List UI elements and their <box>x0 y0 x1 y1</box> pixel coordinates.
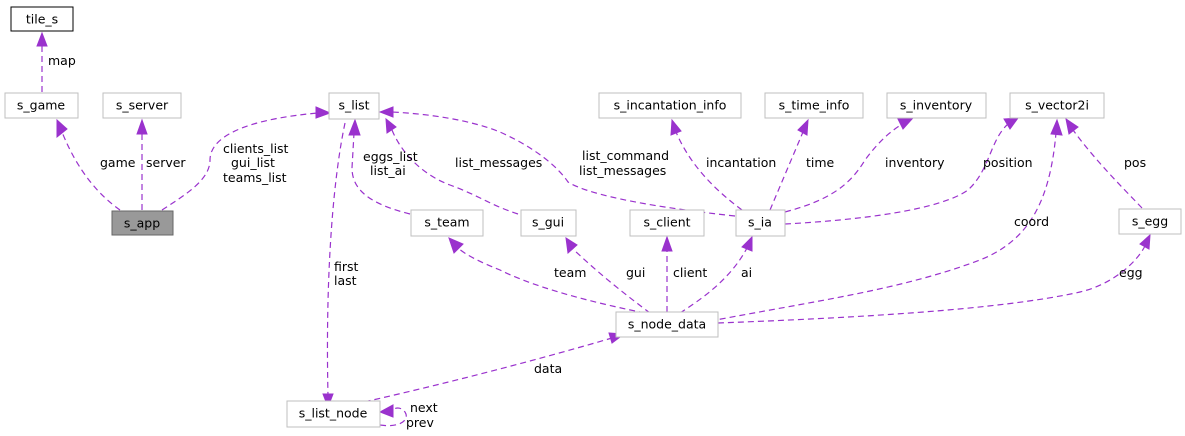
edge-ai <box>679 235 753 314</box>
svg-text:s_server: s_server <box>116 98 169 113</box>
node-s-vector2i[interactable]: s_vector2i <box>1009 92 1105 119</box>
svg-text:s_incantation_info: s_incantation_info <box>614 98 727 113</box>
label-position: position <box>983 155 1033 170</box>
node-s-incantation-info[interactable]: s_incantation_info <box>598 92 742 119</box>
label-clients-list: clients_list <box>223 141 289 156</box>
edge-team <box>448 237 646 314</box>
edge-inventory <box>784 118 914 213</box>
label-list-ai: list_ai <box>370 163 406 178</box>
svg-text:s_list: s_list <box>338 98 369 113</box>
node-s-team[interactable]: s_team <box>410 209 484 237</box>
label-incantation: incantation <box>706 155 776 170</box>
edge-app-lists <box>161 106 332 211</box>
edge-server <box>136 118 148 210</box>
label-map: map <box>48 53 76 68</box>
svg-text:s_inventory: s_inventory <box>900 98 973 113</box>
edge-next-prev <box>378 404 407 427</box>
svg-text:s_app: s_app <box>124 216 160 231</box>
edge-game <box>56 118 121 211</box>
label-pos: pos <box>1124 155 1146 170</box>
svg-text:s_node_data: s_node_data <box>628 317 706 332</box>
svg-text:tile_s: tile_s <box>26 12 58 27</box>
label-next: next <box>410 400 438 415</box>
label-list-messages-gui: list_messages <box>455 155 542 170</box>
node-s-egg[interactable]: s_egg <box>1118 208 1182 235</box>
label-team: team <box>554 265 586 280</box>
label-coord: coord <box>1014 214 1049 229</box>
svg-text:s_list_node: s_list_node <box>299 406 368 421</box>
label-data: data <box>534 361 562 376</box>
node-s-client[interactable]: s_client <box>629 209 705 237</box>
node-s-node-data[interactable]: s_node_data <box>615 311 719 338</box>
edge-data <box>354 332 626 405</box>
label-ai: ai <box>741 265 752 280</box>
node-s-ia[interactable]: s_ia <box>735 209 786 237</box>
label-inventory: inventory <box>885 155 945 170</box>
label-time: time <box>806 155 835 170</box>
label-client: client <box>673 265 707 280</box>
label-prev: prev <box>406 415 434 430</box>
node-s-game[interactable]: s_game <box>4 92 79 119</box>
node-tile-s[interactable]: tile_s <box>10 6 74 32</box>
label-first: first <box>334 259 359 274</box>
edge-gui <box>565 237 651 314</box>
svg-text:s_client: s_client <box>643 215 690 230</box>
svg-text:s_time_info: s_time_info <box>779 98 850 113</box>
edge-time <box>769 118 809 211</box>
edge-map <box>36 31 48 92</box>
edge-position <box>784 117 1020 225</box>
label-teams-list: teams_list <box>223 170 287 185</box>
edge-client <box>661 235 673 312</box>
node-s-list-node[interactable]: s_list_node <box>286 400 381 428</box>
label-egg: egg <box>1119 265 1143 280</box>
edge-egg <box>717 233 1151 324</box>
label-list-command: list_command <box>582 148 669 163</box>
edge-pos <box>1065 117 1143 209</box>
svg-text:s_vector2i: s_vector2i <box>1025 98 1089 113</box>
svg-text:s_egg: s_egg <box>1132 214 1168 229</box>
edge-gui-list-messages <box>385 117 519 215</box>
label-eggs-list: eggs_list <box>363 149 418 164</box>
edge-incantation <box>670 118 743 211</box>
svg-text:s_team: s_team <box>424 215 469 230</box>
label-last: last <box>334 273 357 288</box>
label-gui: gui <box>626 265 645 280</box>
node-s-time-info[interactable]: s_time_info <box>764 92 864 119</box>
label-gui-list: gui_list <box>231 155 275 170</box>
node-s-list[interactable]: s_list <box>328 92 380 120</box>
edge-coord <box>699 118 1063 324</box>
edge-ia-lists <box>378 106 736 217</box>
svg-text:s_ia: s_ia <box>748 215 772 230</box>
node-s-server[interactable]: s_server <box>102 92 182 119</box>
node-s-app[interactable]: s_app <box>111 210 174 236</box>
label-game: game <box>100 155 136 170</box>
node-s-gui[interactable]: s_gui <box>520 209 577 237</box>
svg-text:s_game: s_game <box>17 98 66 113</box>
label-server: server <box>146 155 186 170</box>
node-s-inventory[interactable]: s_inventory <box>886 92 987 119</box>
edge-team-lists <box>348 118 411 215</box>
svg-text:s_gui: s_gui <box>532 215 564 230</box>
label-list-messages-ia: list_messages <box>579 163 666 178</box>
